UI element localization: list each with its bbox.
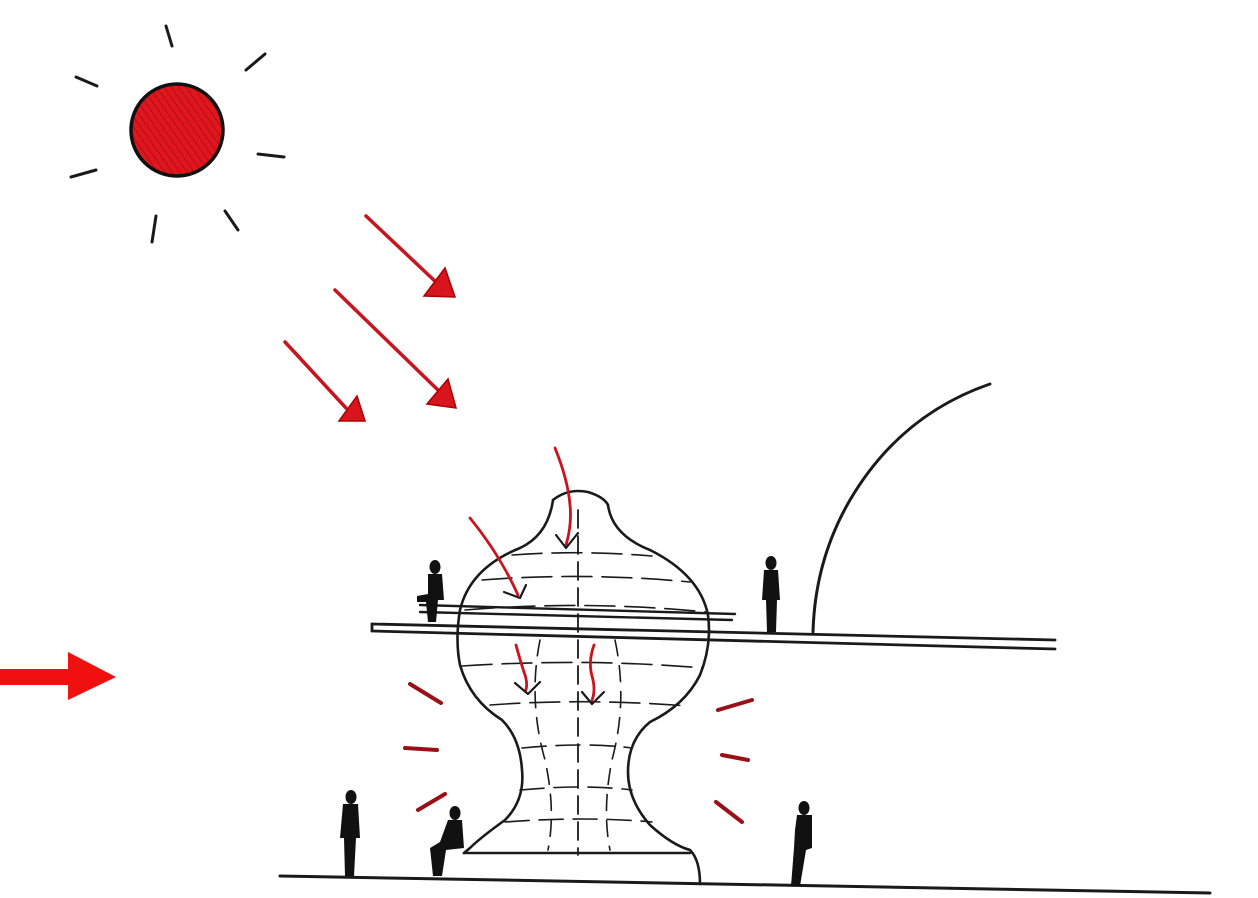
solar-arrow <box>364 214 457 298</box>
sun-ray <box>150 214 158 244</box>
heat-strokes <box>403 682 754 824</box>
human-figures <box>340 556 812 886</box>
human-figure-standing <box>340 790 360 876</box>
solar-arrow <box>333 288 458 409</box>
tower-band <box>481 575 691 583</box>
tower-band <box>511 551 653 557</box>
heat-stroke <box>716 698 754 712</box>
internal-arrow <box>513 643 542 696</box>
inner-slab <box>418 603 737 622</box>
solar-radiation-arrows <box>283 214 458 422</box>
heat-stroke <box>720 753 750 762</box>
human-figure-seated <box>430 806 464 876</box>
tower-band <box>504 818 653 823</box>
sun-ray <box>256 152 286 159</box>
pointer-arrow <box>0 652 116 700</box>
sun-ray <box>244 52 267 72</box>
sun-ray <box>164 24 174 48</box>
heat-stroke <box>416 792 447 812</box>
sun-disc <box>129 82 225 178</box>
human-figure-standing <box>791 801 812 886</box>
tower-band <box>489 700 689 707</box>
tower-finial <box>551 489 610 507</box>
tower-band <box>521 744 633 749</box>
tower-outline-left <box>456 498 555 855</box>
sun-ray <box>69 168 98 179</box>
tower-band <box>461 661 704 669</box>
tower-outline-right <box>606 503 711 886</box>
bulb-tower <box>456 489 711 886</box>
human-figure-standing <box>762 556 780 632</box>
tower-band <box>519 786 633 791</box>
heat-stroke <box>714 800 744 824</box>
tower-inner-curve <box>534 639 553 851</box>
internal-arrow <box>553 446 580 550</box>
heat-stroke <box>408 682 443 705</box>
ground-line <box>278 874 1212 895</box>
sun-rays <box>69 24 286 244</box>
dome-arc <box>811 382 992 634</box>
internal-arrow <box>468 516 528 600</box>
sun-ray <box>223 209 240 232</box>
tower-inner-curve <box>605 639 622 851</box>
solar-arrow <box>283 340 367 422</box>
internal-arrow <box>580 643 606 706</box>
human-figure-seated <box>417 560 444 622</box>
floor-slab <box>370 622 1057 651</box>
internal-arrows <box>468 446 606 706</box>
sun-ray <box>74 75 99 88</box>
heat-stroke <box>403 746 439 752</box>
sun <box>69 24 286 244</box>
